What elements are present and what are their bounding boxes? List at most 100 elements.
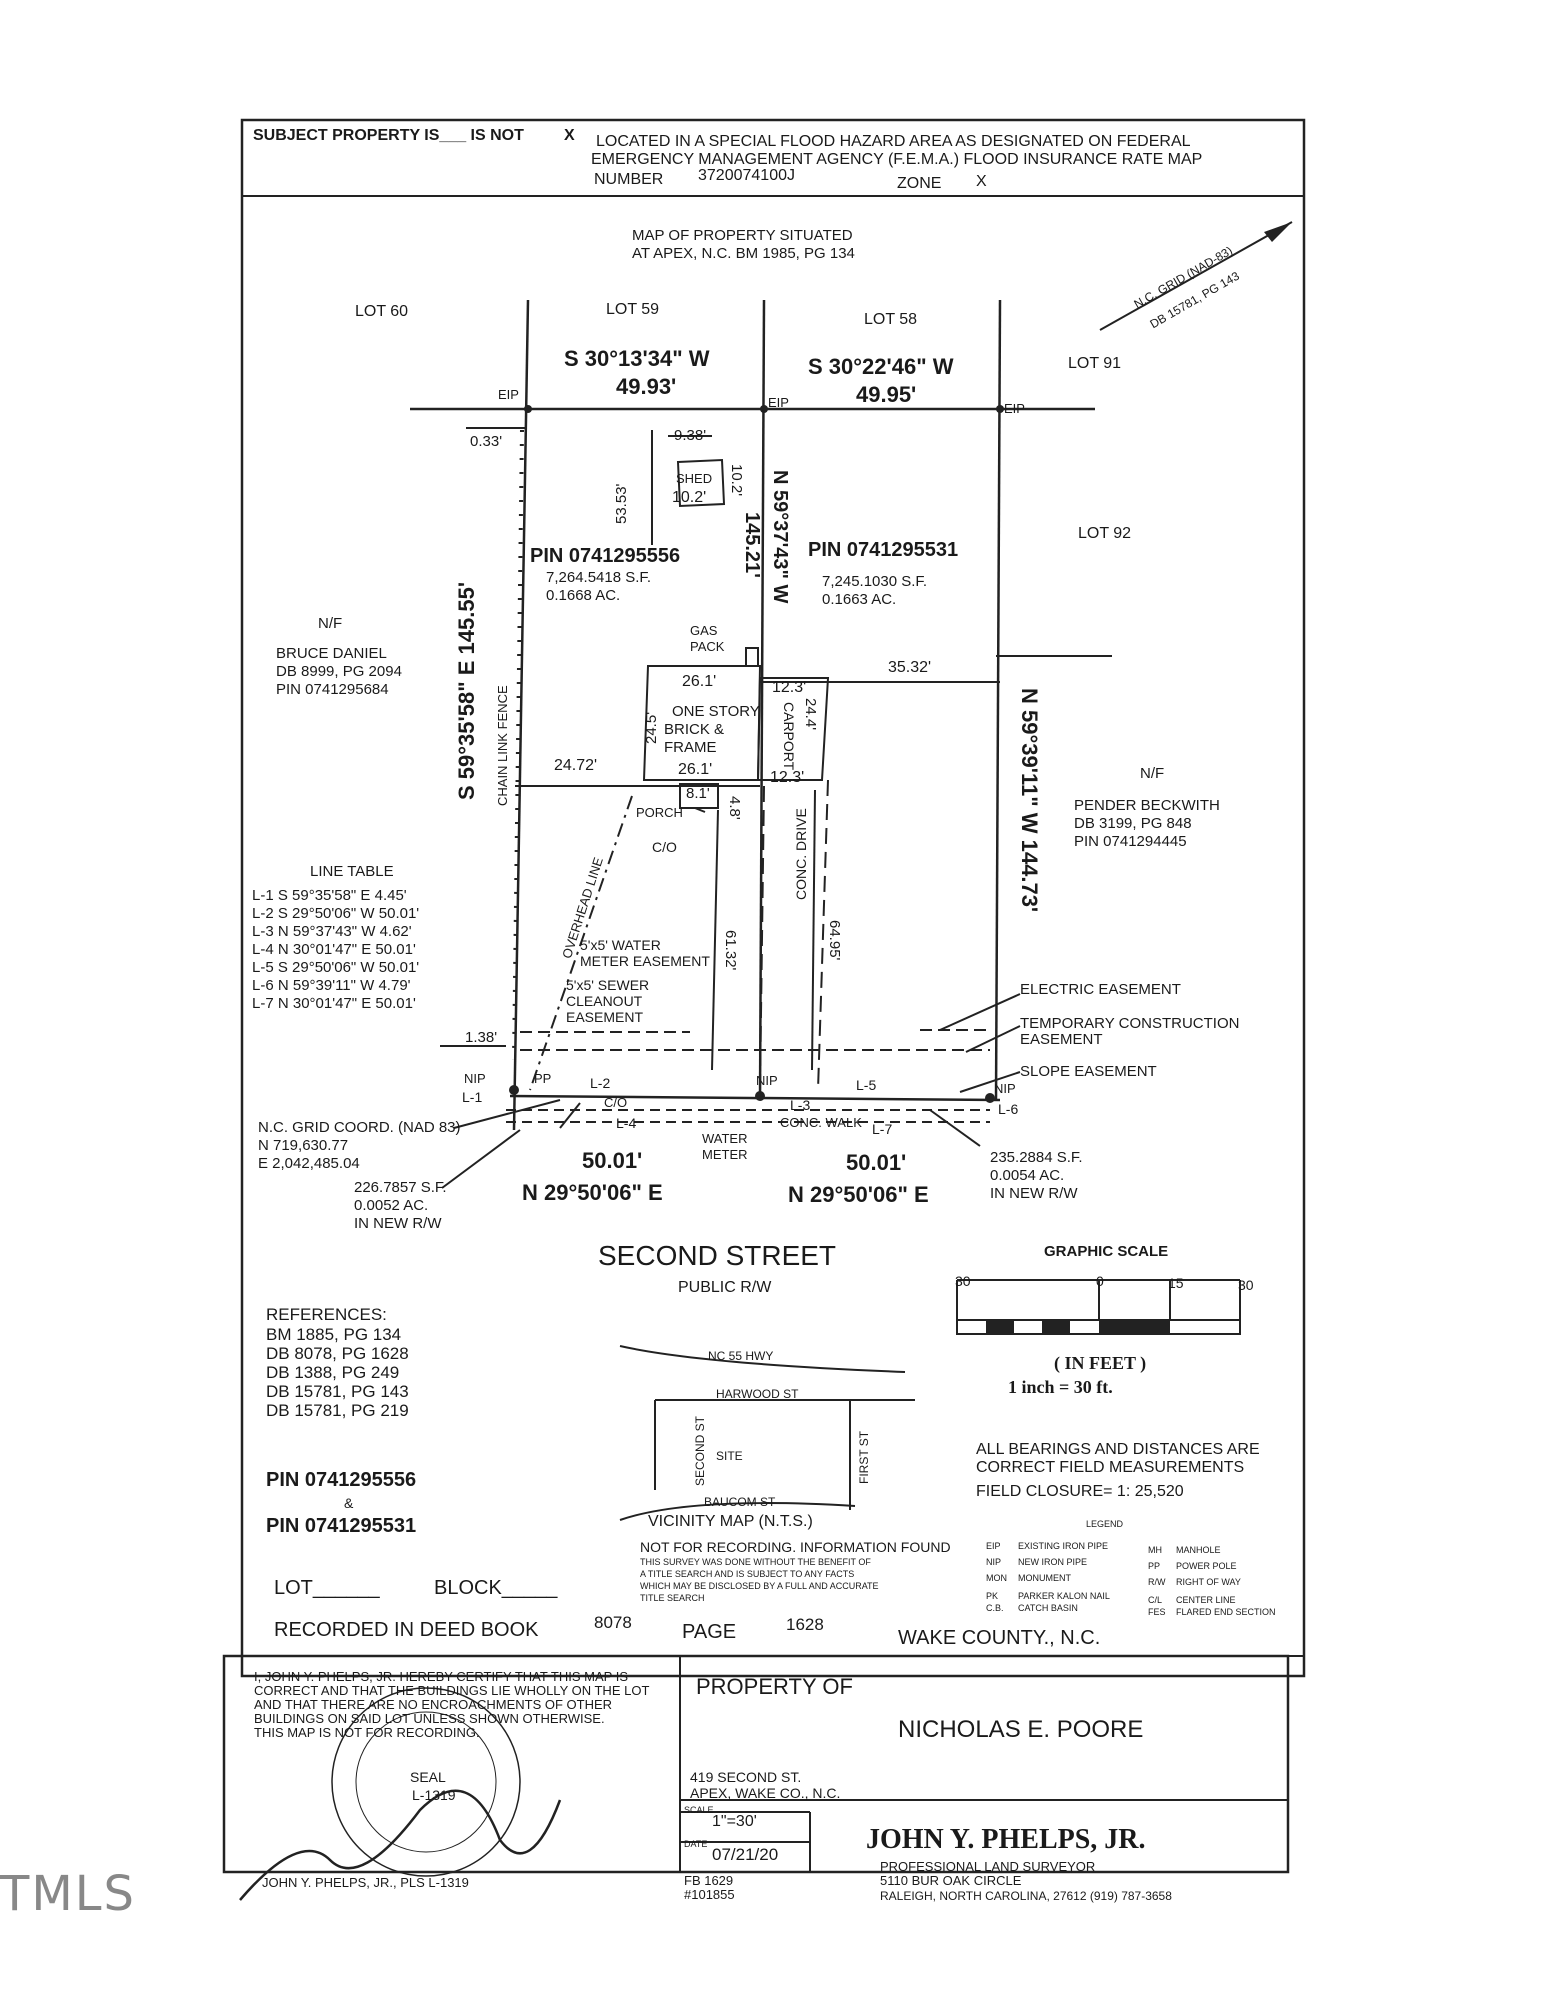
bottom-left-bearing: N 29°50'06" E <box>522 1180 663 1205</box>
recorded-prefix: RECORDED IN DEED BOOK <box>274 1619 539 1641</box>
conc-walk-label: CONC. WALK <box>780 1115 862 1130</box>
scale-tick-0: 0 <box>1096 1273 1104 1289</box>
neighbor-right-3: PIN 0741294445 <box>1074 833 1187 850</box>
line-label-l7: L-7 <box>872 1121 893 1137</box>
water-meter-1: WATER <box>702 1131 748 1146</box>
map-title-1: MAP OF PROPERTY SITUATED <box>632 227 853 244</box>
scale-tick-30-right: 30 <box>1238 1277 1254 1293</box>
line-table-title: LINE TABLE <box>310 863 394 880</box>
dim-4-8: 4.8' <box>726 796 743 820</box>
cleanout-label: C/O <box>652 839 677 855</box>
legend-key: R/W <box>1148 1577 1166 1587</box>
electric-easement: ELECTRIC EASEMENT <box>1020 981 1181 998</box>
legend-desc: POWER POLE <box>1176 1561 1237 1571</box>
scale-value: 1"=30' <box>712 1813 757 1830</box>
property-address-2: APEX, WAKE CO., N.C. <box>690 1785 841 1801</box>
legend-desc: CATCH BASIN <box>1018 1603 1078 1613</box>
dim-12-3-bottom: 12.3' <box>770 769 805 786</box>
right-sf: 7,245.1030 S.F. <box>822 573 928 590</box>
reference-item: DB 1388, PG 249 <box>266 1363 400 1382</box>
cert-line-4: BUILDINGS ON SAID LOT UNLESS SHOWN OTHER… <box>254 1711 605 1726</box>
shed-width: 10.2' <box>672 489 707 506</box>
legend-desc: NEW IRON PIPE <box>1018 1557 1088 1567</box>
surveyor-city: RALEIGH, NORTH CAROLINA, 27612 (919) 787… <box>880 1889 1172 1903</box>
references-title: REFERENCES: <box>266 1305 387 1324</box>
vicinity-baucom: BAUCOM ST <box>704 1495 776 1509</box>
row-right-1: 235.2884 S.F. <box>990 1149 1083 1166</box>
row-left-3: IN NEW R/W <box>354 1215 442 1232</box>
line-table-row: L-4 N 30°01'47" E 50.01' <box>252 941 416 958</box>
top-right-bearing: S 30°22'46" W <box>808 354 954 379</box>
scale-title: GRAPHIC SCALE <box>1044 1243 1169 1260</box>
cert-line-2: CORRECT AND THAT THE BUILDINGS LIE WHOLL… <box>254 1683 650 1698</box>
shed-height: 10.2' <box>728 464 745 497</box>
eip-marker-3: EIP <box>1004 401 1025 416</box>
not-recording-4: WHICH MAY BE DISCLOSED BY A FULL AND ACC… <box>640 1581 879 1591</box>
street-name: SECOND STREET <box>598 1240 837 1271</box>
eip-marker-2: EIP <box>768 395 789 410</box>
field-book: FB 1629 <box>684 1873 734 1888</box>
not-recording-2: THIS SURVEY WAS DONE WITHOUT THE BENEFIT… <box>640 1557 871 1567</box>
grid-coord-3: E 2,042,485.04 <box>258 1155 360 1172</box>
pack-label: PACK <box>690 639 725 654</box>
eip-marker-1: EIP <box>498 387 519 402</box>
dim-1-38: 1.38' <box>465 1029 498 1046</box>
vicinity-nc55: NC 55 HWY <box>708 1349 774 1363</box>
row-right-3: IN NEW R/W <box>990 1185 1078 1202</box>
line-label-l1: L-1 <box>462 1089 483 1105</box>
dim-24-72: 24.72' <box>554 757 598 774</box>
nip-marker-1: NIP <box>464 1071 486 1086</box>
lot-59: LOT 59 <box>606 301 660 318</box>
legend-key: C/L <box>1148 1595 1163 1605</box>
top-left-distance: 49.93' <box>616 374 677 399</box>
legend-key: NIP <box>986 1557 1002 1567</box>
flood-zone-label: ZONE <box>897 175 942 192</box>
sewer-easement-1: 5'x5' SEWER <box>566 977 650 993</box>
line-table-row: L-3 N 59°37'43" W 4.62' <box>252 923 412 940</box>
seal-number: L-1319 <box>412 1787 456 1803</box>
surveyor-title: PROFESSIONAL LAND SURVEYOR <box>880 1859 1096 1874</box>
bearing-note-1: ALL BEARINGS AND DISTANCES ARE <box>976 1441 1260 1458</box>
bearing-note-2: CORRECT FIELD MEASUREMENTS <box>976 1459 1245 1476</box>
dim-61-32: 61.32' <box>722 930 739 971</box>
fence-label: CHAIN LINK FENCE <box>495 685 510 806</box>
sewer-easement-3: EASEMENT <box>566 1009 644 1025</box>
lot-58: LOT 58 <box>864 311 918 328</box>
dim-35-32: 35.32' <box>888 659 932 676</box>
temp-easement-1: TEMPORARY CONSTRUCTION <box>1020 1015 1240 1032</box>
not-recording-5: TITLE SEARCH <box>640 1593 705 1603</box>
seal-word: SEAL <box>410 1769 446 1785</box>
nf-left: N/F <box>318 615 343 632</box>
lot-91: LOT 91 <box>1068 355 1122 372</box>
dim-8-1: 8.1' <box>686 785 710 802</box>
line-label-l4: L-4 <box>616 1115 637 1131</box>
lot-blank: LOT______ <box>274 1577 380 1599</box>
legend-desc: PARKER KALON NAIL <box>1018 1591 1110 1601</box>
grid-coord-2: N 719,630.77 <box>258 1137 349 1154</box>
legend-desc: FLARED END SECTION <box>1176 1607 1276 1617</box>
not-recording-3: A TITLE SEARCH AND IS SUBJECT TO ANY FAC… <box>640 1569 855 1579</box>
reference-item: BM 1885, PG 134 <box>266 1325 402 1344</box>
scale-unit: ( IN FEET ) <box>1054 1353 1147 1373</box>
neighbor-left-1: BRUCE DANIEL <box>276 645 387 662</box>
dim-12-3-top: 12.3' <box>772 679 807 696</box>
surveyor-name: JOHN Y. PHELPS, JR. <box>866 1824 1146 1855</box>
right-ac: 0.1663 AC. <box>822 591 897 608</box>
left-ac: 0.1668 AC. <box>546 587 621 604</box>
pp-marker: PP <box>534 1071 552 1086</box>
reference-item: DB 8078, PG 1628 <box>266 1344 409 1363</box>
line-label-l3: L-3 <box>790 1097 811 1113</box>
vicinity-title: VICINITY MAP (N.T.S.) <box>648 1513 813 1530</box>
cert-signer: JOHN Y. PHELPS, JR., PLS L-1319 <box>262 1875 469 1890</box>
reference-item: DB 15781, PG 219 <box>266 1401 409 1420</box>
legend-key: PP <box>1148 1561 1161 1571</box>
dim-24-5: 24.5' <box>643 711 660 744</box>
sewer-easement-2: CLEANOUT <box>566 993 643 1009</box>
field-closure: FIELD CLOSURE= 1: 25,520 <box>976 1483 1184 1500</box>
dim-64-95: 64.95' <box>826 920 843 961</box>
legend-key: MH <box>1148 1545 1162 1555</box>
flood-zone-value: X <box>976 173 987 190</box>
nip-marker-3: NIP <box>994 1081 1016 1096</box>
scale-tick-15: 15 <box>1168 1275 1184 1291</box>
carport-label: CARPORT <box>781 702 797 771</box>
